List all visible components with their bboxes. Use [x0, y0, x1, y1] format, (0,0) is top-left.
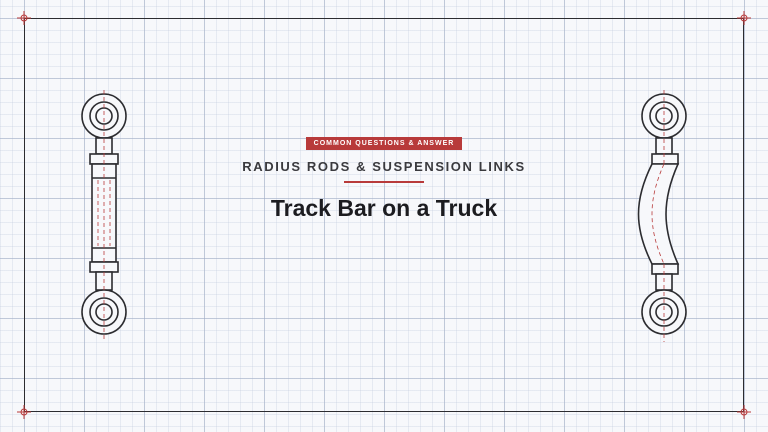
- registration-mark-icon: [17, 405, 31, 419]
- registration-mark-icon: [737, 11, 751, 25]
- category-badge: COMMON QUESTIONS & ANSWER: [305, 137, 463, 150]
- accent-divider: [344, 181, 424, 183]
- registration-mark-icon: [17, 11, 31, 25]
- curved-track-bar-icon: [637, 90, 687, 342]
- drawing-frame: [24, 18, 744, 412]
- section-heading: RADIUS RODS & SUSPENSION LINKS: [242, 159, 526, 174]
- straight-adjustable-link-icon: [81, 90, 127, 342]
- registration-mark-icon: [737, 405, 751, 419]
- page-title: Track Bar on a Truck: [270, 195, 498, 221]
- title-block: COMMON QUESTIONS & ANSWER RADIUS RODS & …: [184, 132, 584, 222]
